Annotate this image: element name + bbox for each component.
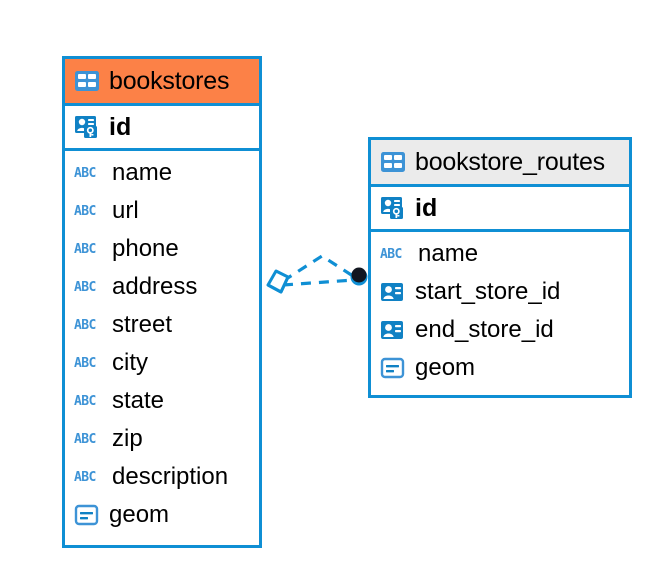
entity-bookstore-routes-primary-key-label: id	[415, 193, 438, 222]
entity-bookstores-name: bookstores	[109, 66, 230, 95]
table-icon	[74, 70, 100, 92]
abc-icon: ABC	[380, 246, 402, 262]
entity-bookstore-routes-fields: ABC name start_store_id	[371, 232, 629, 391]
field-label: name	[112, 159, 173, 186]
abc-icon: ABC	[74, 279, 96, 295]
field-label: start_store_id	[415, 278, 561, 305]
field-label: street	[112, 311, 173, 338]
field-row[interactable]: ABC street	[65, 306, 259, 344]
foreign-key-icon	[380, 319, 406, 341]
abc-icon: ABC	[74, 203, 96, 219]
field-label: description	[112, 463, 229, 490]
field-row[interactable]: end_store_id	[371, 311, 629, 349]
diamond-outline-marker	[266, 269, 290, 294]
field-label: phone	[112, 235, 179, 262]
entity-bookstores-primary-key[interactable]: id	[65, 106, 259, 151]
field-row[interactable]: geom	[371, 349, 629, 387]
entity-bookstores-fields: ABC name ABC url ABC phone ABC address A…	[65, 151, 259, 538]
field-row[interactable]: start_store_id	[371, 273, 629, 311]
entity-bookstore-routes-primary-key[interactable]: id	[371, 187, 629, 232]
field-row[interactable]: ABC phone	[65, 230, 259, 268]
field-row[interactable]: ABC description	[65, 458, 259, 496]
filled-circle-marker	[350, 267, 368, 286]
foreign-key-icon	[380, 281, 406, 303]
field-row[interactable]: ABC zip	[65, 420, 259, 458]
field-row[interactable]: ABC name	[371, 235, 629, 273]
entity-bookstores-header[interactable]: bookstores	[65, 59, 259, 106]
geometry-icon	[380, 357, 406, 379]
field-row[interactable]: ABC state	[65, 382, 259, 420]
field-row[interactable]: ABC city	[65, 344, 259, 382]
field-label: geom	[109, 501, 170, 528]
field-label: url	[112, 197, 139, 224]
entity-bookstores-primary-key-label: id	[109, 112, 132, 141]
abc-icon: ABC	[74, 469, 96, 485]
abc-icon: ABC	[74, 431, 96, 447]
field-label: state	[112, 387, 165, 414]
entity-bookstore-routes[interactable]: bookstore_routes id ABC	[368, 137, 632, 398]
field-row[interactable]: ABC name	[65, 154, 259, 192]
field-row[interactable]: ABC url	[65, 192, 259, 230]
entity-bookstores[interactable]: bookstores id ABC	[62, 56, 262, 548]
geometry-icon	[74, 504, 100, 526]
entity-bookstore-routes-header[interactable]: bookstore_routes	[371, 140, 629, 187]
primary-key-icon	[380, 196, 406, 220]
primary-key-icon	[74, 115, 100, 139]
field-label: end_store_id	[415, 316, 554, 343]
field-label: address	[112, 273, 198, 300]
abc-icon: ABC	[74, 241, 96, 257]
table-icon	[380, 151, 406, 173]
relationship-line-lower	[282, 278, 355, 287]
field-label: zip	[112, 425, 143, 452]
entity-bookstore-routes-name: bookstore_routes	[415, 147, 605, 176]
abc-icon: ABC	[74, 355, 96, 371]
field-row[interactable]: ABC address	[65, 268, 259, 306]
field-row[interactable]: geom	[65, 496, 259, 534]
abc-icon: ABC	[74, 165, 96, 181]
field-label: name	[418, 240, 479, 267]
field-label: geom	[415, 354, 476, 381]
field-label: city	[112, 349, 148, 376]
abc-icon: ABC	[74, 393, 96, 409]
abc-icon: ABC	[74, 317, 96, 333]
relationship-line-upper	[282, 254, 357, 283]
